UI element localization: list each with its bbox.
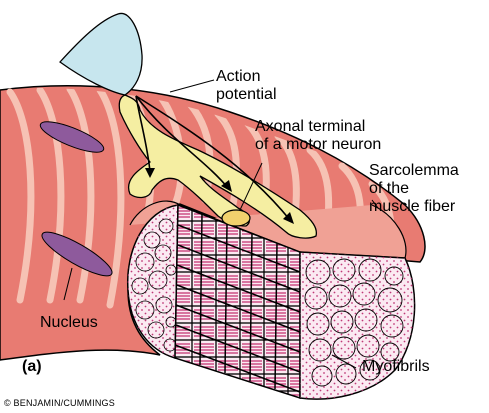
arrowheads [145, 168, 294, 224]
neuron-cell-body [59, 12, 143, 96]
action-potential-arrows [135, 95, 291, 221]
motor-neuron [59, 12, 318, 239]
sarcolemma-line1: Sarcolemma [369, 162, 459, 179]
sarcolemma-label: Sarcolemma of the muscle fiber [369, 162, 459, 216]
cross-section-right [299, 251, 416, 400]
action-potential-line1: Action [216, 68, 261, 85]
myofibrils-label: Myofibrils [362, 358, 430, 375]
axonal-terminal [221, 209, 251, 227]
axonal-terminal-line1: Axonal terminal [255, 118, 366, 135]
sarcolemma-line2: of the [369, 180, 410, 197]
nucleus-upper [39, 121, 105, 153]
grid-lines [174, 213, 301, 393]
panel-letter: (a) [22, 358, 42, 375]
action-potential-label: Action potential [216, 68, 277, 104]
nucleus-label: Nucleus [40, 314, 98, 331]
action-potential-line2: potential [216, 86, 277, 103]
copyright-credit: © BENJAMIN/CUMMINGS [4, 398, 115, 408]
axonal-terminal-label: Axonal terminal of a motor neuron [255, 118, 381, 154]
nucleus-lower [41, 231, 113, 277]
sarcolemma-line3: muscle fiber [369, 198, 456, 215]
cross-section-left [126, 204, 179, 359]
leader-lines [63, 79, 379, 369]
axonal-terminal-line2: of a motor neuron [255, 136, 382, 153]
